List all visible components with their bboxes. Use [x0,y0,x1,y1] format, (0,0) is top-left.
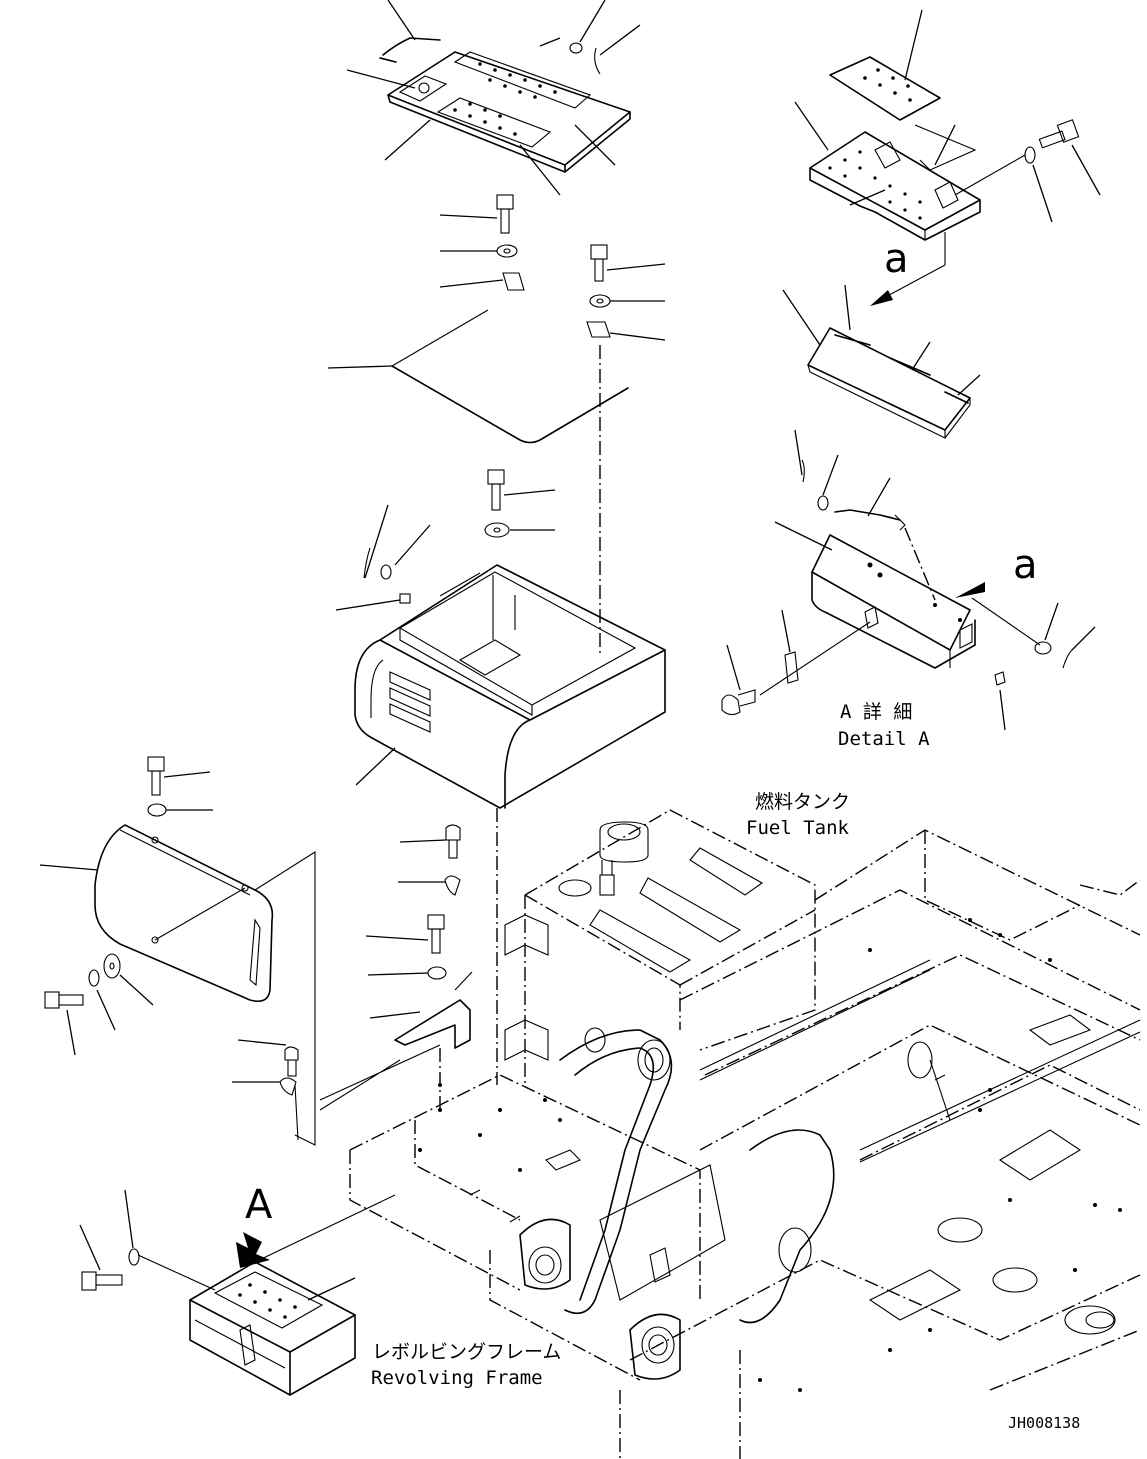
detail-nut [994,671,1006,731]
fuel-tank-en-label: Fuel Tank [746,817,850,839]
washer-side-cover-top [147,803,213,817]
bolt-upper-right [590,244,666,282]
clip-lower-3 [232,1077,299,1141]
detail-latch [781,609,799,684]
bracket-connection-lines [319,1044,441,1111]
arrow-letter-a-detail: a [1013,542,1038,588]
side-cover-left [39,824,274,1003]
storage-box [335,504,666,809]
clip-lower-1 [398,875,461,896]
washer-upper-right [589,294,665,308]
detail-a-jp-label: A 詳 細 [840,701,912,723]
washer-lower-2 [367,966,447,980]
detail-step-pad [829,9,941,121]
bolt-box-top [487,469,556,511]
drawing-number: JH008138 [1008,1414,1080,1432]
frame-holes [418,918,1122,1392]
revolving-frame [349,829,1141,1459]
gasket-seal [327,309,629,444]
bracket-lower [369,971,473,1110]
bolt-step-box [79,1224,123,1291]
detail-bracket-box [759,521,1041,696]
side-cover-bracket-line [254,851,316,1146]
clip-bolt-lower-1 [399,824,461,859]
detail-bolt-top [1038,119,1101,196]
top-cover-plate [379,37,631,173]
detail-washer-pin [794,429,839,511]
detail-washer-right [1034,602,1096,669]
clip-upper-right [586,321,666,341]
arrow-letter-a-top: a [884,236,909,282]
detail-knob-bolt [721,644,756,716]
bolt-lower-2 [365,914,445,954]
bolt-upper-left [439,194,514,234]
clip-bolt-lower-3 [237,1039,299,1077]
clip-upper-left [439,272,525,291]
washer-step-box [124,1189,140,1266]
fuel-tank [504,809,816,1085]
view-letter-A: A [245,1182,273,1228]
detail-plate [782,284,981,439]
detail-step-box-holes [828,150,922,220]
detail-washer-top [1024,146,1053,223]
washers-side-cover-bottom [88,953,154,1031]
fuel-tank-jp-label: 燃料タンク [755,791,850,813]
revolving-frame-en-label: Revolving Frame [371,1367,543,1389]
bolt-side-cover-top [147,756,211,796]
detail-a-en-label: Detail A [838,728,930,750]
revolving-frame-jp-label: レボルビングフレーム [372,1341,561,1363]
step-box-holes [238,1283,297,1319]
top-cover-leaders [346,0,641,196]
detail-step-box [794,101,1026,241]
detail-rod [834,477,936,601]
washer-box-top [484,522,555,538]
bolt-side-cover-bottom [44,991,84,1056]
step-box [137,1194,396,1396]
detail-arrow-a [870,232,946,306]
washer-upper-left [440,244,518,258]
view-arrow-A [236,1232,270,1268]
cover-plate-holes [453,62,557,136]
